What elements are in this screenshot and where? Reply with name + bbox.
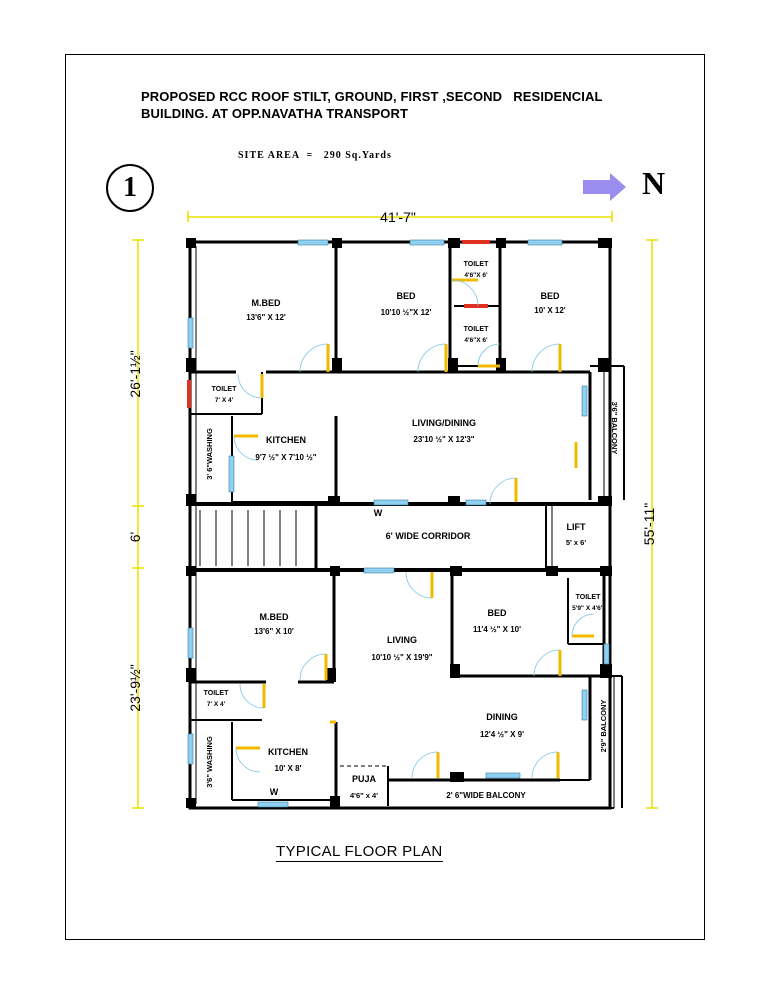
room-labels: M.BED 13'6" X 12' BED 10'10 ½"X 12' TOIL…	[204, 261, 619, 800]
north-arrow-shape	[583, 173, 626, 201]
size-upper-toilet2: 4'6"X 6'	[464, 337, 488, 344]
label-lower-toilet-right: TOILET	[576, 594, 601, 601]
drawing-sheet-border	[65, 54, 705, 940]
title-line-1: PROPOSED RCC ROOF STILT, GROUND, FIRST ,…	[141, 89, 603, 104]
title-line-2: BUILDING. AT OPP.NAVATHA TRANSPORT	[141, 106, 409, 121]
dim-left-upper: 26'-1½"	[127, 350, 143, 397]
size-lower-bed: 11'4 ½" X 10'	[473, 625, 521, 634]
label-upper-kitchen: KITCHEN	[266, 435, 306, 445]
size-lower-living: 10'10 ½" X 19'9"	[371, 653, 432, 662]
label-corridor: 6' WIDE CORRIDOR	[386, 531, 471, 541]
size-lower-toilet-left: 7' X 4'	[207, 701, 226, 708]
size-lift: 5' x 6'	[566, 538, 586, 547]
label-puja: PUJA	[352, 774, 377, 784]
label-lower-balcony-bottom: 2' 6"WIDE BALCONY	[446, 791, 526, 800]
size-lower-mbed: 13'6" X 10'	[254, 627, 294, 636]
label-lift: LIFT	[567, 522, 586, 532]
label-lower-balcony-right: 2'9" BALCONY	[599, 700, 608, 753]
window-mark-upper: W	[374, 508, 383, 518]
size-puja: 4'6" x 4'	[350, 791, 378, 800]
size-upper-mbed: 13'6" X 12'	[246, 313, 286, 322]
size-upper-toilet3: 7' X 4'	[215, 397, 234, 404]
label-upper-living: LIVING/DINING	[412, 418, 476, 428]
label-upper-mbed: M.BED	[252, 298, 282, 308]
size-upper-toilet1: 4'6"X 6'	[464, 272, 488, 279]
size-lower-kitchen: 10' X 8'	[275, 764, 302, 773]
size-upper-living: 23'10 ½" X 12'3"	[413, 435, 474, 444]
label-lower-toilet-left: TOILET	[204, 690, 229, 697]
label-upper-washing: 3' 6"WASHING	[205, 428, 214, 480]
dim-left-lower: 23'-9½"	[127, 664, 143, 711]
windows	[187, 239, 610, 808]
window-mark-lower: W	[270, 787, 279, 797]
label-lower-kitchen: KITCHEN	[268, 747, 308, 757]
label-lower-dining: DINING	[486, 712, 518, 722]
dimension-labels: 41'-7" 26'-1½" 6' 23'-9½" 55'-11"	[127, 209, 657, 712]
north-arrow-icon	[583, 173, 626, 201]
ventilators	[187, 240, 490, 408]
columns	[186, 238, 612, 808]
size-upper-bed2: 10' X 12'	[534, 306, 565, 315]
plan-title: TYPICAL FLOOR PLAN	[276, 843, 443, 862]
north-label: N	[642, 165, 666, 201]
label-upper-toilet2: TOILET	[464, 326, 489, 333]
label-upper-toilet1: TOILET	[464, 261, 489, 268]
size-lower-toilet-right: 5'9" X 4'6"	[572, 605, 604, 612]
site-area-label: SITE AREA = 290 Sq.Yards	[238, 150, 392, 161]
label-upper-balcony: 3'6" BALCONY	[610, 402, 619, 455]
dimension-lines	[132, 211, 658, 809]
label-lower-washing: 3'6" WASHING	[205, 736, 214, 788]
label-upper-bed2: BED	[540, 291, 560, 301]
size-upper-bed1: 10'10 ½"X 12'	[381, 308, 432, 317]
label-lower-bed: BED	[487, 608, 507, 618]
label-upper-bed1: BED	[396, 291, 416, 301]
size-lower-dining: 12'4 ½" X 9'	[480, 730, 524, 739]
dim-top-width: 41'-7"	[380, 209, 416, 225]
doors	[233, 278, 595, 779]
walls	[188, 240, 625, 810]
drawing-title: PROPOSED RCC ROOF STILT, GROUND, FIRST ,…	[141, 88, 661, 122]
dim-right-total: 55'-11"	[641, 503, 657, 545]
label-upper-toilet3: TOILET	[212, 386, 237, 393]
label-lower-living: LIVING	[387, 635, 417, 645]
size-upper-kitchen: 9'7 ½" X 7'10 ½"	[255, 453, 316, 462]
sheet-number-circle: 1	[106, 164, 154, 212]
label-lower-mbed: M.BED	[260, 612, 290, 622]
dim-left-middle: 6'	[127, 532, 143, 542]
